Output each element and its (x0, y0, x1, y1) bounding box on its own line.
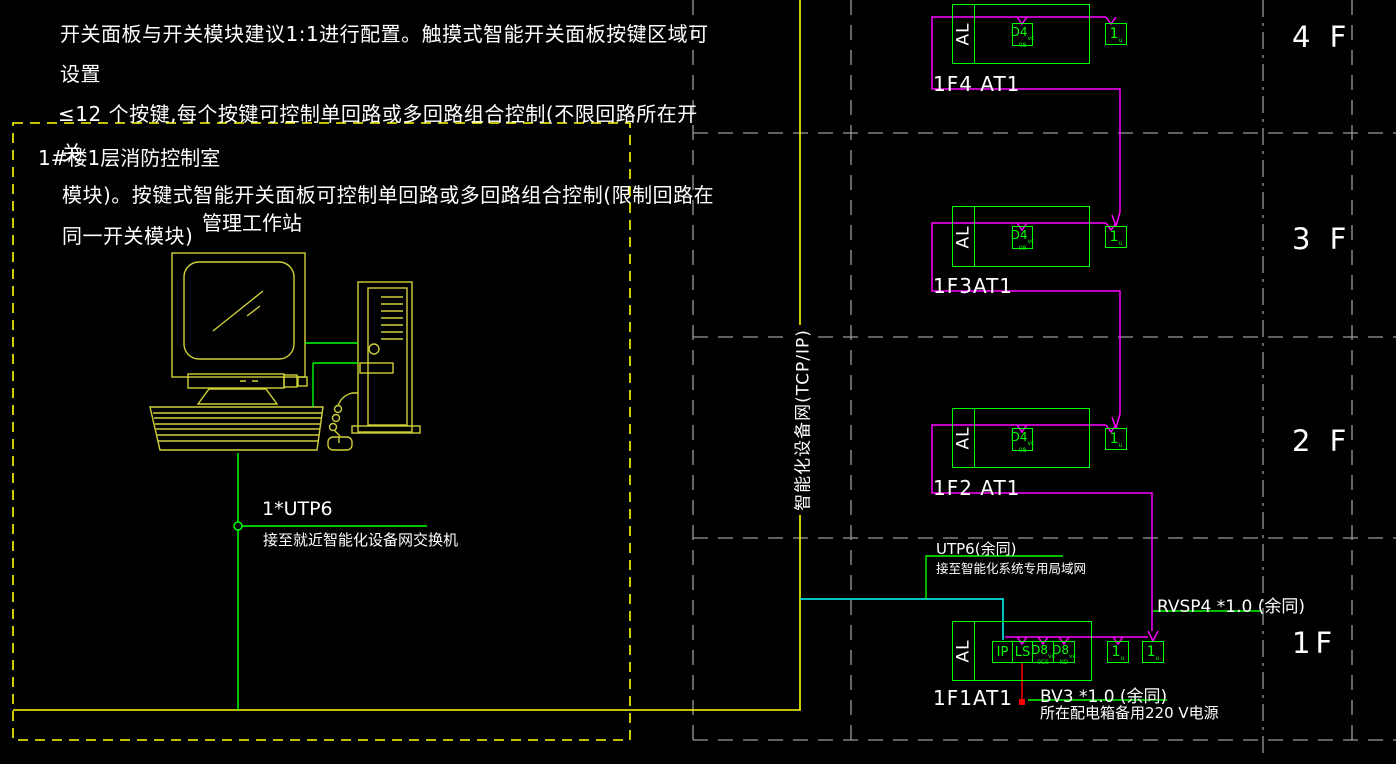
floor-name-3f: 3 F (1292, 222, 1352, 256)
mouse-outline (327, 436, 353, 451)
workstation-label: 管理工作站 (202, 211, 302, 235)
ls-label: LS (1014, 644, 1031, 660)
panel-label-3f: 1F3AT1 (933, 274, 1014, 298)
d4-label-4f: D4 (1010, 25, 1028, 40)
bus-wiring-1f (1005, 636, 1148, 646)
mouse-cable (333, 392, 358, 437)
module-box-ls: LS (1012, 641, 1033, 663)
utp6-leader (925, 555, 1063, 599)
d4-label-3f: D4 (1010, 228, 1028, 243)
note-line-1: 开关面板与开关模块建议1:1进行配置。触摸式智能开关面板按键区域可 (60, 22, 709, 46)
d4-label-2f: D4 (1010, 430, 1028, 445)
al-column-1f: AL (952, 621, 975, 681)
unit-sub-2f: u (1118, 442, 1123, 450)
unit-label-2f: 1 (1109, 431, 1119, 448)
unit-box-2f: 1u (1105, 428, 1127, 450)
note-line-5: 模块)。按键式智能开关面板可控制单回路或多回路组合控制(限制回路在 (62, 183, 715, 207)
tower-vents (381, 296, 403, 340)
d8b-sub: vc (1069, 653, 1076, 661)
backbone-trunk-line (13, 0, 801, 711)
d8b-label: D8 (1052, 642, 1070, 657)
al-column-2f: AL (952, 408, 975, 468)
d4-sub-4f: vc (1027, 35, 1035, 43)
workstation-utp-cable (233, 453, 427, 710)
power-red-wire (1019, 663, 1025, 705)
d8a-label: D8 (1031, 642, 1049, 657)
d4-sub2-3f: 08 (1018, 244, 1027, 252)
unit-box-4f: 1u (1105, 23, 1127, 45)
al-label-4f: AL (953, 22, 974, 46)
room-label: 1#楼1层消防控制室 (38, 146, 221, 170)
al-label-1f: AL (953, 639, 974, 663)
d4-sub-2f: vc (1027, 440, 1035, 448)
panel-label-2f: 1F2 AT1 (933, 476, 1021, 500)
unit-sub-1fa: u (1120, 655, 1125, 663)
workstation-computer-drawing (149, 252, 421, 451)
unit-label-1fa: 1 (1111, 644, 1121, 661)
workstation-internal-wires (305, 342, 358, 407)
floor-name-2f: 2 F (1292, 424, 1352, 458)
note-line-2: 设置 (60, 62, 101, 86)
floor-grid-lines (692, 0, 1396, 757)
tower-power-button (368, 343, 380, 355)
unit-sub-3f: u (1118, 240, 1123, 248)
unit-box-1fa: 1u (1107, 641, 1129, 663)
lan-cyan-wire (800, 598, 1004, 640)
monitor-screen (183, 261, 295, 360)
backbone-network-label: 智能化设备网(TCP/IP) (787, 325, 815, 515)
panel-label-4f: 1F4 AT1 (933, 72, 1021, 96)
d8a-sub2: 0CS (1037, 659, 1049, 667)
note-line-4: 关 (62, 141, 83, 165)
utp6-label: UTP6(余同) (936, 540, 1017, 558)
unit-box-1fb: 1u (1142, 641, 1164, 663)
green-leader-lines (925, 555, 1262, 701)
unit-sub-1fb: u (1155, 655, 1160, 663)
bv3-label: BV3 *1.0 (余同) (1040, 687, 1168, 707)
d8a-sub: vc (1048, 653, 1055, 661)
keyboard-outline (149, 406, 324, 451)
utp6-cable-note: 接至就近智能化设备网交换机 (263, 531, 459, 549)
d4-sub-3f: vc (1027, 238, 1035, 246)
floor-name-1f: 1F (1292, 626, 1338, 660)
note-line-3: ≤12 个按键,每个按键可控制单回路或多回路组合控制(不限回路所在开 (58, 102, 698, 126)
tower-base (351, 425, 421, 434)
note-line-6: 同一开关模块) (62, 224, 194, 248)
rvsp4-label: RVSP4 *1.0 (余同) (1157, 597, 1305, 617)
al-label-2f: AL (953, 426, 974, 450)
d4-sub2-4f: 08 (1018, 41, 1027, 49)
utp6-note: 接至智能化系统专用局域网 (936, 561, 1087, 576)
unit-label-4f: 1 (1109, 26, 1119, 43)
monitor-stand (196, 388, 279, 405)
al-column-3f: AL (952, 206, 975, 267)
unit-label-3f: 1 (1109, 229, 1119, 246)
unit-box-3f: 1u (1105, 226, 1127, 248)
d8b-sub2: KO (1059, 659, 1069, 667)
monitor-control-bar (187, 373, 285, 389)
screen-glare-lines (212, 290, 264, 332)
tower-case-outline (357, 281, 413, 433)
al-column-4f: AL (952, 4, 975, 64)
fire-control-room-dashed-box (12, 122, 631, 741)
unit-label-1fb: 1 (1146, 644, 1156, 661)
bv3-note: 所在配电箱备用220 V电源 (1040, 704, 1219, 722)
ip-label: IP (996, 644, 1009, 660)
d4-sub2-2f: 08 (1018, 446, 1027, 454)
unit-sub-4f: u (1118, 37, 1123, 45)
al-label-3f: AL (953, 224, 974, 249)
monitor-outline (171, 252, 306, 378)
tower-drive-bay (359, 362, 394, 374)
module-box-ip: IP (992, 641, 1013, 663)
floor-name-4f: 4 F (1292, 20, 1352, 54)
utp6-cable-label: 1*UTP6 (262, 498, 333, 520)
panel-label-1f: 1F1AT1 (933, 686, 1014, 710)
